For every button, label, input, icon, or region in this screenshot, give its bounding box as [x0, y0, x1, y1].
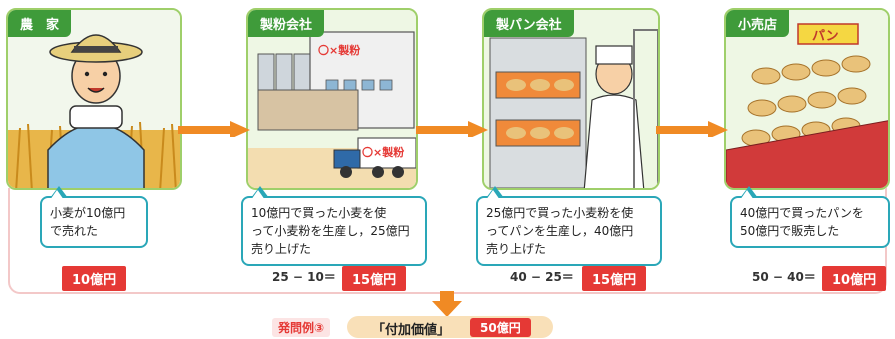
factory-sign: 〇×製粉 — [318, 44, 361, 57]
flow-arrow — [178, 121, 250, 137]
stage-callout-farmer: 小麦が10億円 で売れた — [40, 186, 148, 248]
stage-panel-flour-mill: 〇×製粉 〇×製粉 製粉会社 — [246, 8, 418, 190]
value-badge-farmer: 10億円 — [62, 266, 127, 291]
calc-bakery: 40 − 25＝ — [510, 270, 574, 284]
shop-sign: パン — [812, 29, 839, 44]
value-badge-flour-mill: 15億円 — [342, 266, 407, 291]
flour-mill-illustration — [248, 10, 416, 188]
stage-title: 製粉会社 — [248, 10, 325, 37]
stage-panel-retail-shop: パン 小売店 — [724, 8, 890, 190]
stage-callout-retail-shop: 40億円で買ったパンを 50億円で販売した — [730, 186, 890, 248]
down-arrow — [432, 291, 462, 317]
stage-callout-flour-mill: 10億円で買った小麦を使 って小麦粉を生産し，25億円 売り上げた — [241, 186, 427, 266]
truck-sign: 〇×製粉 — [362, 146, 405, 159]
flow-arrow — [416, 121, 488, 137]
added-value-label: 「付加価値」 — [372, 323, 451, 338]
example-label: 発問例③ — [272, 318, 331, 337]
calc-flour-mill: 25 − 10＝ — [272, 270, 336, 284]
bakery-illustration — [484, 10, 658, 188]
value-badge-bakery: 15億円 — [582, 266, 647, 291]
flow-arrow — [656, 121, 728, 137]
stage-title: 小売店 — [726, 10, 790, 37]
stage-title: 製パン会社 — [484, 10, 574, 37]
stage-title: 農 家 — [8, 10, 72, 37]
stage-panel-farmer: 農 家 — [6, 8, 182, 190]
calc-retail-shop: 50 − 40＝ — [752, 270, 816, 284]
stage-callout-bakery: 25億円で買った小麦粉を使 ってパンを生産し，40億円 売り上げた — [476, 186, 662, 266]
farmer-illustration — [8, 10, 180, 188]
value-badge-retail-shop: 10億円 — [822, 266, 887, 291]
added-value-total: 50億円 — [470, 318, 531, 337]
stage-panel-bakery: 製パン会社 — [482, 8, 660, 190]
shop-illustration — [726, 10, 888, 188]
